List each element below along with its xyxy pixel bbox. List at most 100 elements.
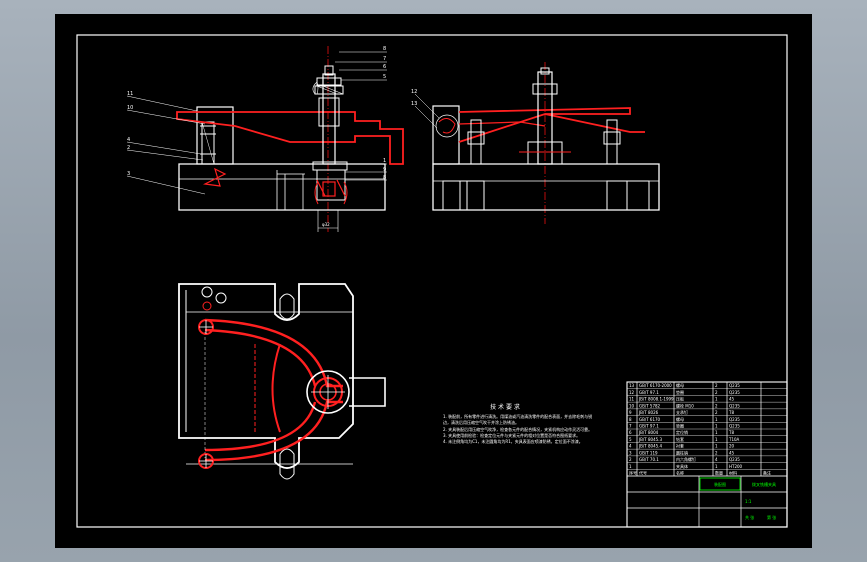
- table-cell: 1: [715, 444, 718, 449]
- table-cell: 10: [629, 403, 635, 408]
- table-cell: GB/T 70.1: [639, 457, 659, 462]
- table-cell: JB/T 8045.3: [638, 437, 662, 442]
- table-cell: 定位销: [676, 429, 688, 435]
- table-cell: 13: [629, 383, 635, 388]
- table-cell: 1: [715, 397, 718, 402]
- part-label: 3: [127, 171, 130, 177]
- sheet-count: 共 张: [745, 514, 754, 520]
- tech-req-line: 3. 夹具使用前检验：检查定位元件与夹紧元件的相对位置是否符合图纸要求。: [443, 432, 580, 438]
- table-cell: Q235: [729, 383, 740, 388]
- drawing-name: 拨叉铣槽夹具: [752, 481, 776, 487]
- table-header-cell: 名称: [676, 470, 684, 476]
- table-cell: JB/T 8008.1-1999: [638, 397, 674, 402]
- table-cell: 5: [629, 437, 632, 442]
- table-cell: Q235: [729, 390, 740, 395]
- table-cell: GB/T 6170: [639, 417, 661, 422]
- dimension-text: φ32: [322, 222, 330, 227]
- table-cell: GB/T 6170-2000: [639, 383, 672, 388]
- top-view: [178, 283, 386, 480]
- table-cell: 垫圈: [676, 423, 684, 429]
- part-label: 12: [411, 89, 417, 95]
- table-cell: 衬套: [676, 443, 684, 449]
- table-cell: Q235: [729, 424, 740, 429]
- table-cell: 内六角螺钉: [676, 456, 696, 462]
- part-label: 11: [127, 91, 133, 97]
- table-cell: Q235: [729, 417, 740, 422]
- table-cell: 2: [715, 450, 718, 455]
- table-cell: JB/T 8004: [638, 430, 659, 435]
- part-label: 2: [127, 145, 130, 151]
- part-label: 8: [383, 46, 386, 52]
- part-label: 7: [383, 56, 386, 62]
- table-cell: JB/T 8026: [638, 410, 659, 415]
- drawing-type-label: 装配图: [714, 481, 726, 487]
- part-label: 5: [383, 74, 386, 80]
- table-cell: 1: [715, 464, 718, 469]
- tech-req-line: 1. 装配前，所有零件进行清洗。用煤油或汽油清洗零件的配合表面，并去除毛刺与锐: [443, 413, 592, 419]
- part-label: 13: [411, 101, 417, 107]
- table-cell: GB/T 97.1: [639, 424, 659, 429]
- table-cell: 8: [629, 417, 632, 422]
- tech-req-line: 4. 未注倒角均为C1，未注圆角均为R1，夹具表面应喷漆防锈，定位面不涂漆。: [443, 438, 583, 444]
- table-header-cell: 材料: [729, 470, 737, 476]
- table-cell: GB/T 97.1: [639, 390, 659, 395]
- part-label: 1: [383, 158, 386, 164]
- part-label: 9: [383, 167, 386, 173]
- table-cell: 6: [629, 430, 632, 435]
- table-cell: 4: [715, 457, 718, 462]
- table-cell: 1: [715, 417, 718, 422]
- technical-requirements: 技 术 要 求 1. 装配前，所有零件进行清洗。用煤油或汽油清洗零件的配合表面，…: [443, 403, 592, 444]
- table-cell: 20: [729, 444, 735, 449]
- tech-req-line: 边，清洗后用压缩空气吹干并涂上防锈油。: [443, 419, 519, 425]
- table-cell: T8: [728, 410, 734, 415]
- table-cell: 螺栓 M10: [676, 402, 694, 408]
- table-cell: 4: [629, 444, 632, 449]
- table-cell: Q235: [729, 403, 740, 408]
- side-view: 12 13: [411, 62, 660, 224]
- table-header-cell: 序号: [629, 470, 637, 476]
- part-label: 4: [127, 137, 130, 143]
- table-cell: 7: [629, 424, 632, 429]
- table-cell: HT200: [729, 464, 743, 469]
- sheet-number: 第 张: [767, 514, 776, 520]
- table-cell: 夹具体: [676, 463, 688, 469]
- table-cell: 2: [715, 403, 718, 408]
- tech-req-line: 2. 夹具装配后用压缩空气吹净，检查各元件的配合情况，夹紧机构应动作灵活可靠。: [443, 426, 592, 432]
- table-cell: T10A: [728, 437, 740, 442]
- table-cell: T8: [728, 430, 734, 435]
- table-cell: 12: [629, 390, 635, 395]
- table-cell: 2: [715, 410, 718, 415]
- table-cell: 2: [715, 390, 718, 395]
- cad-drawing: φ32 11 10 4 2 3 8 7 6 5 1 9: [76, 34, 788, 528]
- table-cell: 螺母: [676, 382, 684, 388]
- table-header-cell: 代号: [639, 470, 647, 476]
- table-cell: 圆柱销: [676, 449, 688, 455]
- part-label: 6: [383, 64, 386, 70]
- table-cell: 垫圈: [676, 389, 684, 395]
- part-label: 10: [127, 105, 133, 111]
- table-cell: 螺母: [676, 416, 684, 422]
- table-cell: 1: [715, 424, 718, 429]
- table-cell: 3: [629, 450, 632, 455]
- table-cell: 支承钉: [676, 409, 688, 415]
- drawing-viewport[interactable]: φ32 11 10 4 2 3 8 7 6 5 1 9: [55, 14, 812, 548]
- front-view: φ32 11 10 4 2 3 8 7 6 5 1 9: [126, 46, 404, 232]
- table-header-cell: 数量: [715, 470, 723, 476]
- table-cell: GB/T 119: [639, 450, 658, 455]
- table-cell: 压板: [676, 396, 684, 402]
- table-cell: 1: [629, 464, 632, 469]
- table-cell: 2: [629, 457, 632, 462]
- table-cell: JB/T 8045.4: [638, 444, 662, 449]
- table-cell: 2: [715, 383, 718, 388]
- table-cell: 1: [715, 430, 718, 435]
- table-cell: Q235: [729, 457, 740, 462]
- part-label: 8: [383, 175, 386, 181]
- tech-req-title: 技 术 要 求: [490, 403, 520, 411]
- table-cell: 钻套: [676, 436, 684, 442]
- table-cell: GB/T 5782: [639, 403, 661, 408]
- table-cell: 45: [729, 397, 735, 402]
- table-cell: 9: [629, 410, 632, 415]
- table-header-cell: 备注: [763, 470, 771, 476]
